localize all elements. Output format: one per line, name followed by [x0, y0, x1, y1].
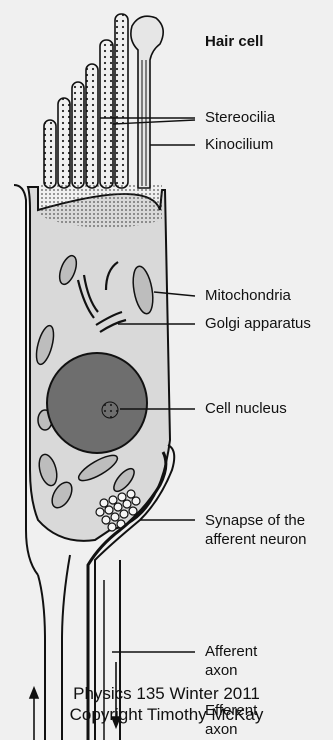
stereocilium [44, 120, 56, 188]
diagram-title: Hair cell [205, 33, 263, 51]
label-synapse-line2: afferent neuron [205, 531, 306, 549]
stereocilium [58, 98, 70, 188]
label-synapse-line1: Synapse of the [205, 512, 305, 530]
stereocilia-bundle [44, 14, 128, 188]
cell-nucleus [47, 353, 147, 453]
label-afferent-axon-line1: Afferent [205, 643, 257, 661]
label-golgi-apparatus: Golgi apparatus [205, 315, 311, 333]
cuticular-plate [40, 185, 162, 228]
kinocilium [131, 16, 163, 188]
label-stereocilia: Stereocilia [205, 109, 275, 127]
stereocilium [115, 14, 128, 188]
label-cell-nucleus: Cell nucleus [205, 400, 287, 418]
label-kinocilium: Kinocilium [205, 136, 273, 154]
label-mitochondria: Mitochondria [205, 287, 291, 305]
stereocilium [86, 64, 98, 188]
label-afferent-axon-line2: axon [205, 662, 238, 680]
stereocilium [100, 40, 113, 188]
nucleolus [102, 402, 118, 418]
credit-line1: Physics 135 Winter 2011 [0, 683, 333, 704]
stereocilium [72, 82, 84, 188]
credit-line2: Copyright Timothy McKay [0, 704, 333, 725]
